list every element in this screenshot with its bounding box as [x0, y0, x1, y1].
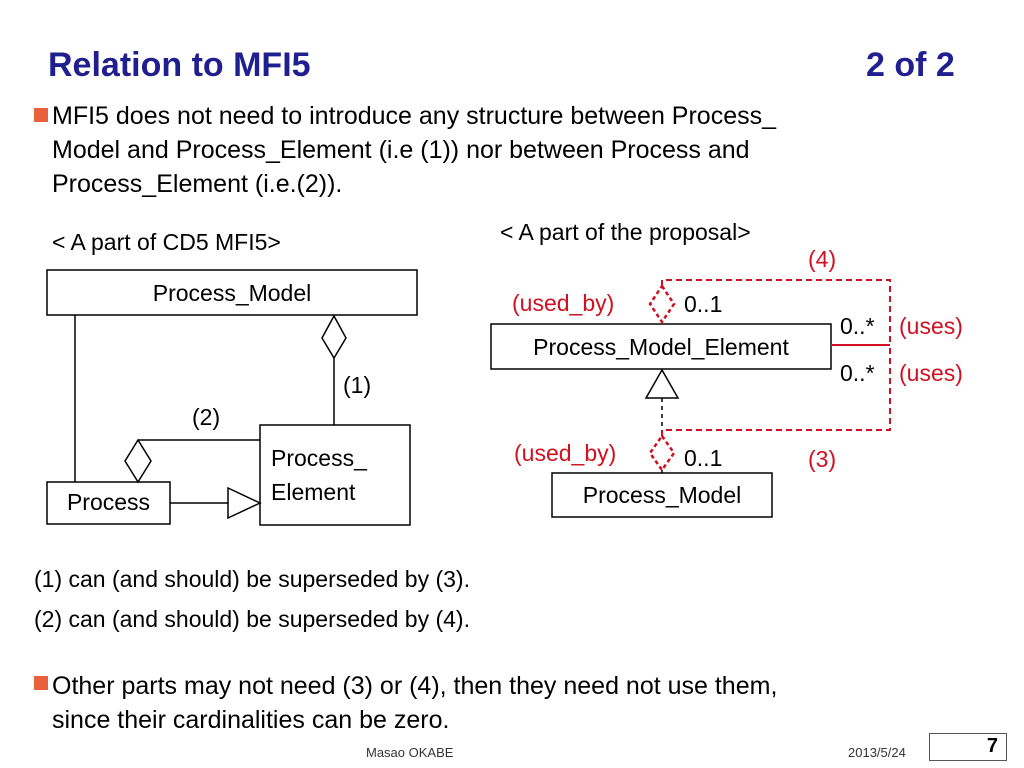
bullet-1-line-3: Process_Element (i.e.(2)). [52, 170, 343, 198]
used-by-diamond-top-icon [648, 283, 676, 325]
aggregation-diamond-2-icon [124, 438, 152, 484]
process-label: Process [66, 489, 151, 515]
association-4-label: (4) [808, 246, 837, 272]
cardinality-bottom-label: 0..1 [684, 445, 723, 471]
process-model-label: Process_Model [152, 280, 312, 306]
square-bullet-icon [34, 676, 48, 690]
used-by-bottom-label: (used_by) [514, 440, 617, 466]
process-model-element-box [490, 323, 832, 370]
bullet-2-text: Other parts may not need (3) or (4), the… [52, 669, 777, 737]
right-diagram-caption: < A part of the proposal> [500, 219, 751, 245]
cardinality-right-bottom-label: 0..* [840, 360, 875, 386]
left-diagram-caption: < A part of CD5 MFI5> [52, 229, 281, 255]
process-element-label-line-1: Process_ [271, 445, 367, 471]
bullet-2-line-1: Other parts may not need (3) or (4), the… [52, 672, 778, 700]
bullet-2-line-2: since their cardinalities can be zero. [52, 706, 450, 734]
right-process-model-box [551, 472, 773, 518]
cardinality-right-top-label: 0..* [840, 313, 875, 339]
right-generalization-arrow-icon [644, 368, 680, 399]
footer-author: Masao OKABE [366, 745, 454, 760]
bullet-1-line-2: Model and Process_Element (i.e (1)) nor … [52, 136, 750, 164]
bullet-2-marker [34, 676, 48, 695]
process-model-element-label: Process_Model_Element [533, 334, 789, 360]
page-title: Relation to MFI5 [48, 46, 311, 84]
right-process-model-label: Process_Model [582, 482, 742, 508]
uses-top-label: (uses) [899, 313, 963, 339]
used-by-top-label: (used_by) [512, 290, 615, 316]
association-4-path [661, 279, 891, 342]
page-number: 7 [986, 735, 998, 757]
process-element-label-line-2: Element [271, 479, 356, 505]
association-1-label: (1) [343, 372, 372, 398]
association-2-label: (2) [192, 404, 221, 430]
footer-date: 2013/5/24 [848, 745, 906, 760]
page-number-box: 7 [929, 733, 1007, 761]
process-model-box [46, 269, 418, 316]
bullet-1-line-1: MFI5 does not need to introduce any stru… [52, 102, 777, 130]
used-by-diamond-bottom-icon [648, 433, 676, 473]
bullet-marker [34, 108, 48, 127]
page-of-indicator: 2 of 2 [866, 46, 955, 84]
generalization-arrow-icon [227, 486, 262, 520]
aggregation-diamond-1-icon [321, 314, 347, 360]
process-element-box [259, 424, 411, 526]
uses-bottom-label: (uses) [899, 360, 963, 386]
association-3-path [661, 348, 891, 436]
association-3-label: (3) [808, 446, 837, 472]
square-bullet-icon [34, 108, 48, 122]
statement-2: (2) can (and should) be superseded by (4… [34, 606, 470, 632]
statement-1: (1) can (and should) be superseded by (3… [34, 566, 470, 592]
bullet-1-text: MFI5 does not need to introduce any stru… [52, 99, 776, 201]
cardinality-top-label: 0..1 [684, 291, 723, 317]
